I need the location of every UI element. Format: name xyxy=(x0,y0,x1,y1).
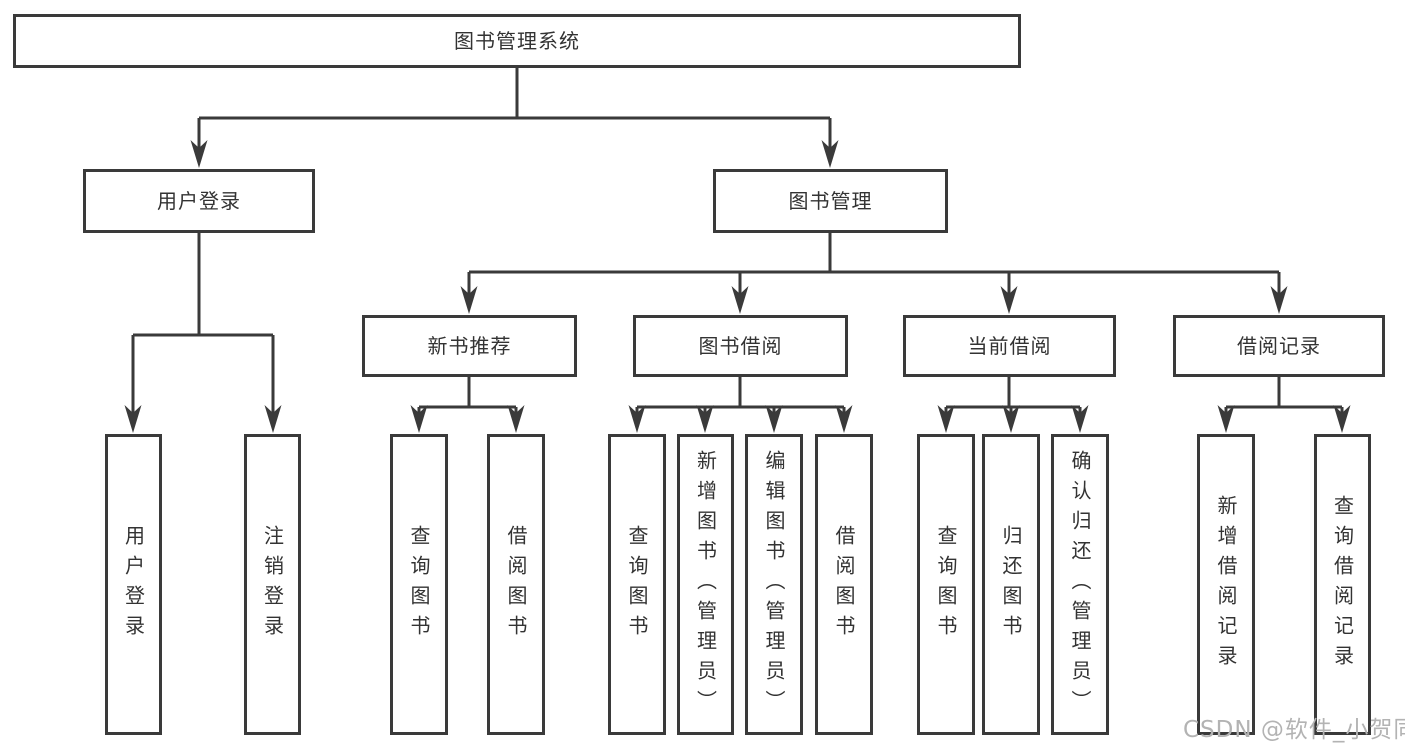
node-query-books-current: 查询图书 xyxy=(917,434,975,735)
node-edit-books-admin: 编辑图书（管理员） xyxy=(745,434,803,735)
node-current-borrowing: 当前借阅 xyxy=(903,315,1116,377)
node-confirm-return-admin: 确认归还（管理员） xyxy=(1051,434,1109,735)
node-add-borrow-record: 新增借阅记录 xyxy=(1197,434,1255,735)
node-borrow-books-leaf: 借阅图书 xyxy=(815,434,873,735)
csdn-watermark: CSDN @软件_小贺同学 xyxy=(1183,717,1405,743)
node-borrow-books-recommend: 借阅图书 xyxy=(487,434,545,735)
node-query-borrow-record: 查询借阅记录 xyxy=(1314,434,1371,735)
node-query-books-recommend: 查询图书 xyxy=(390,434,448,735)
node-return-books: 归还图书 xyxy=(982,434,1040,735)
node-book-management: 图书管理 xyxy=(713,169,948,233)
node-root: 图书管理系统 xyxy=(13,14,1021,68)
node-book-borrowing: 图书借阅 xyxy=(633,315,848,377)
node-add-books-admin: 新增图书（管理员） xyxy=(677,434,734,735)
node-user-login: 用户登录 xyxy=(83,169,315,233)
node-logout-leaf: 注销登录 xyxy=(244,434,301,735)
node-borrowing-records: 借阅记录 xyxy=(1173,315,1385,377)
node-query-books-borrow: 查询图书 xyxy=(608,434,666,735)
node-user-login-leaf: 用户登录 xyxy=(105,434,162,735)
node-new-book-recommendation: 新书推荐 xyxy=(362,315,577,377)
